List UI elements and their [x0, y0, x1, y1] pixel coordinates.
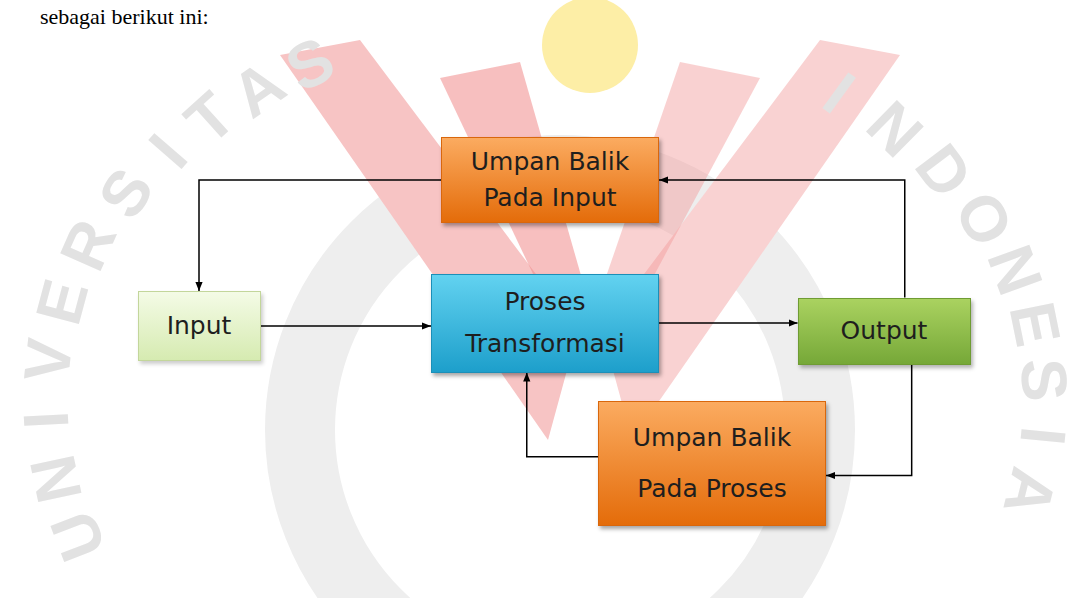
- watermark-letter: R: [50, 211, 127, 279]
- flow-arrow: [261, 325, 432, 327]
- flow-arrow: [659, 180, 905, 298]
- logo-sun: [542, 0, 638, 93]
- watermark-letter: S: [87, 158, 164, 229]
- output-box: Output: [798, 298, 971, 365]
- watermark-letter: N: [857, 90, 935, 168]
- input-box: Input: [138, 291, 261, 361]
- watermark-letter: I: [13, 409, 78, 430]
- flow-arrow: [659, 322, 798, 324]
- watermark-letter: I: [1010, 424, 1075, 448]
- flow-arrow: [527, 373, 598, 457]
- flow-arrow: [199, 180, 441, 291]
- watermark-letter: U: [40, 503, 116, 569]
- feedback-box: Umpan Balik Pada Input: [441, 137, 659, 224]
- watermark-letter: N: [977, 237, 1053, 302]
- watermark-letter: O: [944, 182, 1024, 256]
- process-box: Proses Transformasi: [431, 274, 659, 373]
- watermark-letter: E: [999, 297, 1070, 352]
- box-label: Input: [167, 311, 232, 341]
- flow-arrow: [826, 365, 912, 476]
- feedback-box: Umpan Balik Pada Proses: [598, 401, 826, 526]
- watermark-letter: V: [14, 336, 82, 385]
- watermark-letter: E: [26, 273, 99, 331]
- watermark-letter: A: [994, 462, 1067, 522]
- box-label: Proses Transformasi: [445, 281, 645, 366]
- box-label: Umpan Balik Pada Input: [455, 144, 645, 217]
- watermark-letter: I: [813, 61, 865, 123]
- intro-text: sebagai berikut ini:: [40, 4, 209, 30]
- box-label: Umpan Balik Pada Proses: [612, 412, 812, 515]
- watermark-letter: I: [138, 123, 198, 178]
- watermark-letter: N: [20, 450, 92, 509]
- watermark-letter: S: [1011, 357, 1077, 403]
- box-label: Output: [841, 316, 928, 346]
